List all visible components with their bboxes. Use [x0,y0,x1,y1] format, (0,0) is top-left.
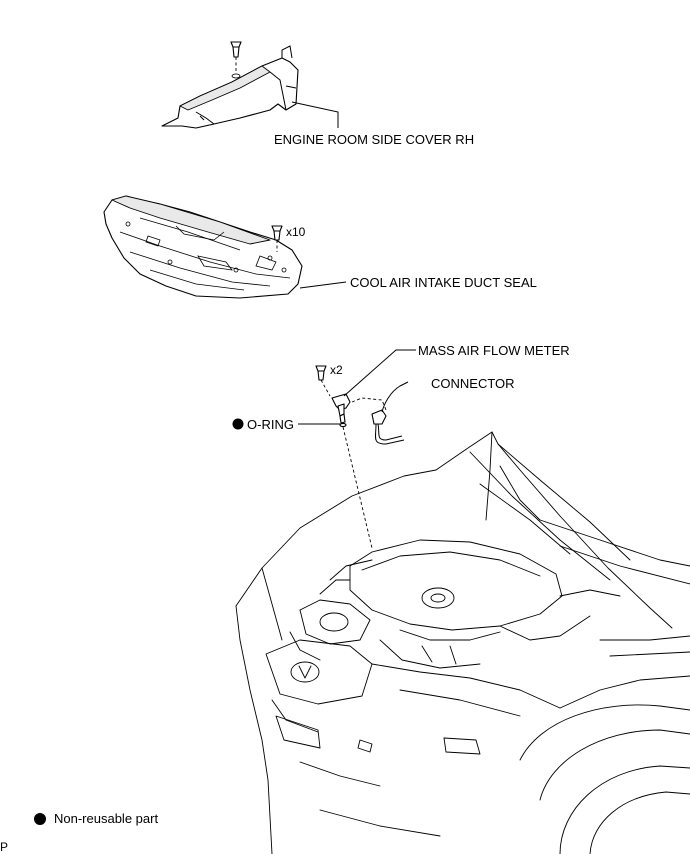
label-engine-room-side-cover-rh: ENGINE ROOM SIDE COVER RH [274,132,474,147]
vehicle-engine-bay-illustration [235,431,690,854]
label-bolt-quantity: x2 [330,363,343,377]
mass-air-flow-meter-illustration [298,349,416,549]
label-clip-quantity: x10 [286,225,306,239]
cool-air-intake-duct-seal-illustration [103,195,347,299]
corner-mark: P [0,840,8,854]
non-reusable-marker-icon [232,418,244,430]
label-o-ring: O-RING [247,417,294,432]
engine-room-side-cover-illustration [161,41,339,129]
label-connector: CONNECTOR [431,376,515,391]
non-reusable-legend-icon [34,813,46,825]
label-mass-air-flow-meter: MASS AIR FLOW METER [418,343,570,358]
legend-non-reusable-part: Non-reusable part [54,811,158,826]
label-cool-air-intake-duct-seal: COOL AIR INTAKE DUCT SEAL [350,275,537,290]
